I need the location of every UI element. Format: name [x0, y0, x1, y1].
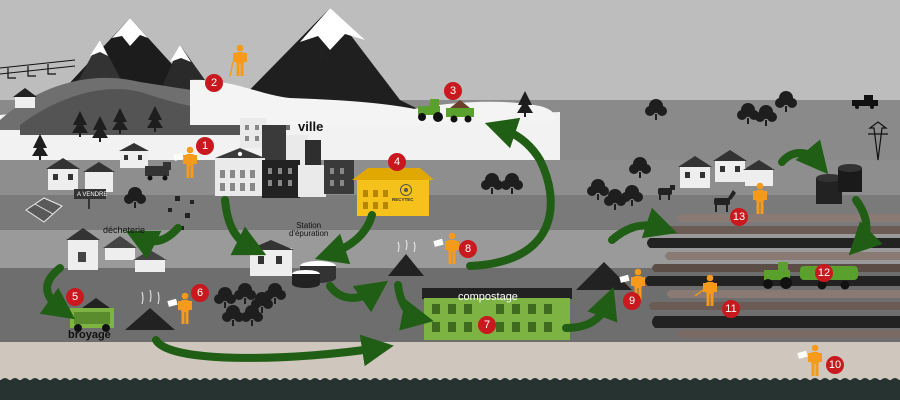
compostage-building: [422, 288, 572, 340]
person-icon: [797, 344, 822, 376]
broyage-machine: [70, 298, 114, 332]
badge-4: 4: [388, 153, 406, 171]
city-buildings: [215, 118, 354, 198]
arrow-pile-to-compostage: [394, 281, 434, 331]
skier-icon: [313, 49, 329, 63]
person-icon: [167, 292, 192, 324]
arrow-to-decheterie: [125, 224, 182, 260]
compost-pile: [125, 289, 175, 330]
arrow-recytec-to-station: [314, 211, 376, 265]
badge-2: 2: [205, 74, 223, 92]
label-decheterie: décheterie: [103, 225, 146, 235]
label-recytec: RECYTEC: [392, 197, 414, 202]
pickup-truck-icon: [852, 95, 878, 109]
flow-arrows: [39, 117, 883, 367]
badge-1: 1: [196, 137, 214, 155]
arrow-farm-to-silo: [778, 139, 829, 175]
compost-pile: [388, 239, 424, 276]
tractor-icon: [763, 262, 858, 290]
ski-lift-icon: [0, 59, 76, 79]
arrow-broyage-to-compostage: [152, 334, 394, 367]
label-ville: ville: [298, 119, 324, 134]
pylon-icon: [868, 121, 888, 161]
badge-7: 7: [478, 316, 496, 334]
arrow-silo-to-fields: [848, 196, 883, 256]
truck-icon: [145, 162, 171, 181]
recytec-building: [352, 168, 434, 216]
person-icon: [694, 274, 717, 306]
silo-icon: [816, 164, 862, 204]
label-station-epuration: Station d'épuration: [289, 221, 329, 239]
house-icon: [83, 162, 115, 192]
badge-6: 6: [191, 284, 209, 302]
badge-11: 11: [722, 300, 740, 318]
arrow-compostage-to-pile: [562, 287, 618, 332]
arrow-compost-to-fields: [466, 117, 555, 270]
person-icon: [433, 232, 459, 264]
badge-12: 12: [815, 264, 833, 282]
label-compostage: compostage: [458, 291, 518, 303]
badge-13: 13: [730, 208, 748, 226]
arrow-to-broyage: [39, 264, 76, 320]
label-a-vendre: A VENDRE: [77, 192, 108, 198]
badge-9: 9: [623, 292, 641, 310]
badge-5: 5: [66, 288, 84, 306]
grass-tufts: [0, 378, 900, 400]
house-icon: [119, 143, 149, 168]
badge-10: 10: [826, 356, 844, 374]
person-icon: [173, 146, 197, 178]
person-icon: [619, 268, 645, 300]
farm-buildings: [678, 150, 775, 188]
badge-3: 3: [444, 82, 462, 100]
arrow-to-fields: [608, 207, 678, 244]
person-icon: [229, 44, 247, 77]
compost-pile: [576, 262, 632, 290]
cow-icon: [658, 185, 675, 200]
tractor-icon: [418, 99, 474, 123]
snow-slope: [190, 79, 420, 125]
horse-icon: [714, 190, 736, 212]
for-sale-sign: [74, 189, 106, 209]
arrow-city-to-station: [221, 196, 267, 256]
light-ground-band: [0, 342, 900, 382]
solar-panels: [25, 197, 63, 223]
label-station-line-2: d'épuration: [289, 229, 329, 239]
arrow-station-to-pile: [326, 280, 389, 313]
badge-8: 8: [459, 240, 477, 258]
label-station-line-1: Station: [296, 221, 322, 230]
chalet-icon: [13, 88, 37, 108]
label-broyage: broyage: [68, 329, 111, 341]
ploughed-field: [645, 214, 900, 338]
